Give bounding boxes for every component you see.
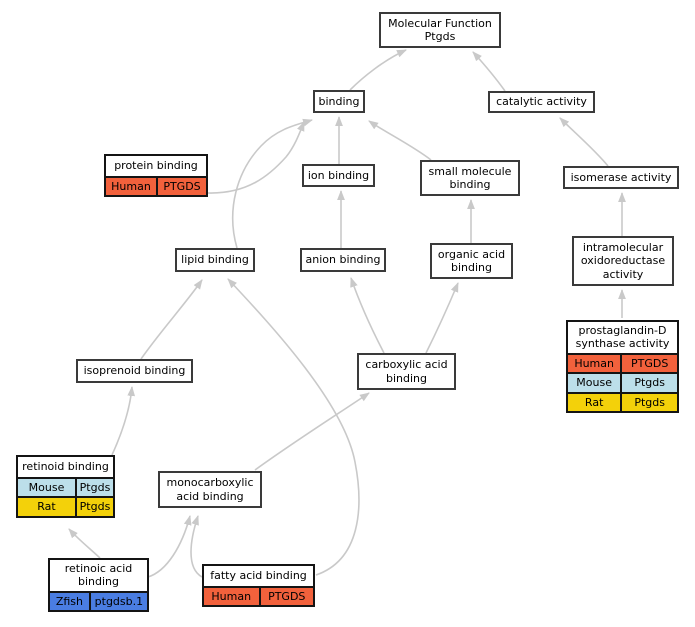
node-anion-binding[interactable]: anion binding — [300, 248, 386, 272]
edge-carboxylic-acid-binding-to-anion-binding — [350, 277, 385, 354]
node-label: isoprenoid binding — [83, 364, 186, 378]
edge-fatty-acid-binding-to-lipid-binding — [227, 278, 360, 576]
edge-retinoic-acid-binding-to-monocarboxylic — [147, 515, 192, 578]
species-cell: Rat — [37, 500, 56, 514]
node-monocarboxylic-acid-binding[interactable]: monocarboxylic acid binding — [158, 471, 262, 508]
edge-fatty-acid-binding-to-monocarboxylic — [190, 515, 203, 578]
node-fatty-acid-binding[interactable]: fatty acid binding Human PTGDS — [202, 564, 315, 608]
node-label: intramolecular oxidoreductase activity — [580, 240, 666, 281]
edge-small-molecule-binding-to-binding — [368, 120, 432, 161]
node-label: anion binding — [305, 253, 381, 267]
species-cell: Human — [111, 180, 151, 193]
gene-cell: ptgdsb.1 — [88, 592, 147, 611]
gene-cell: Ptgds — [75, 498, 113, 516]
annotation-row[interactable]: Rat Ptgds — [568, 391, 677, 412]
annotation-row[interactable]: Rat Ptgds — [18, 496, 113, 516]
species-cell: Human — [574, 356, 614, 370]
annotation-row[interactable]: Human PTGDS — [106, 176, 206, 196]
node-label: carboxylic acid binding — [365, 358, 448, 385]
edge-isomerase-activity-to-catalytic-activity — [559, 117, 609, 167]
annotation-row[interactable]: Human PTGDS — [204, 586, 314, 606]
node-label: protein binding — [114, 159, 198, 173]
annotation-row[interactable]: Mouse Ptgds — [18, 477, 113, 497]
node-label: organic acid binding — [437, 247, 506, 274]
node-isomerase-activity[interactable]: isomerase activity — [563, 166, 679, 189]
species-cell: Human — [211, 590, 252, 603]
node-label: Molecular Function Ptgds — [388, 16, 492, 43]
node-ion-binding[interactable]: ion binding — [302, 164, 375, 187]
node-molecular-function-ptgds[interactable]: Molecular Function Ptgds — [379, 12, 501, 48]
node-label: monocarboxylic acid binding — [166, 476, 254, 503]
node-organic-acid-binding[interactable]: organic acid binding — [430, 243, 513, 279]
node-retinoic-acid-binding[interactable]: retinoic acid binding Zfish ptgdsb.1 — [48, 558, 149, 613]
edge-carboxylic-acid-binding-to-organic-acid-binding — [425, 282, 459, 354]
node-catalytic-activity[interactable]: catalytic activity — [488, 91, 595, 113]
node-label: lipid binding — [181, 253, 249, 267]
edge-lipid-binding-to-binding — [231, 118, 313, 249]
gene-cell: PTGDS — [620, 354, 677, 373]
gene-cell: Ptgds — [620, 374, 677, 392]
annotation-row[interactable]: Zfish ptgdsb.1 — [50, 590, 147, 611]
node-protein-binding[interactable]: protein binding Human PTGDS — [104, 154, 208, 198]
node-label: retinoic acid binding — [64, 562, 133, 589]
node-label: isomerase activity — [570, 170, 672, 184]
edge-catalytic-activity-to-molecular-function — [472, 51, 506, 92]
node-label: small molecule binding — [428, 164, 512, 191]
gene-cell: PTGDS — [258, 588, 314, 606]
node-label: ion binding — [307, 168, 370, 182]
node-label: fatty acid binding — [210, 569, 307, 583]
gene-cell: Ptgds — [75, 479, 113, 497]
node-label: retinoid binding — [22, 460, 109, 474]
species-cell: Mouse — [576, 376, 612, 390]
node-prostaglandin-d-synthase-activity[interactable]: prostaglandin-D synthase activity Human … — [566, 320, 679, 414]
gene-cell: Ptgds — [620, 393, 677, 412]
node-lipid-binding[interactable]: lipid binding — [175, 248, 255, 272]
edge-retinoid-binding-to-isoprenoid-binding — [111, 386, 136, 456]
node-carboxylic-acid-binding[interactable]: carboxylic acid binding — [357, 353, 456, 390]
edge-protein-binding-to-binding — [207, 121, 305, 194]
annotation-row[interactable]: Human PTGDS — [568, 352, 677, 373]
edge-isoprenoid-binding-to-lipid-binding — [140, 279, 203, 360]
edge-binding-to-molecular-function — [349, 49, 407, 91]
edge-monocarboxylic-to-carboxylic-acid-binding — [254, 392, 370, 471]
node-retinoid-binding[interactable]: retinoid binding Mouse Ptgds Rat Ptgds — [16, 455, 115, 518]
species-cell: Mouse — [28, 481, 65, 494]
node-isoprenoid-binding[interactable]: isoprenoid binding — [76, 359, 193, 383]
node-binding[interactable]: binding — [313, 90, 365, 113]
edge-retinoic-acid-binding-to-retinoid-binding — [68, 528, 101, 559]
gene-cell: PTGDS — [156, 178, 206, 196]
node-small-molecule-binding[interactable]: small molecule binding — [420, 160, 520, 196]
node-label: catalytic activity — [496, 95, 587, 109]
node-intramolecular-oxidoreductase-activity[interactable]: intramolecular oxidoreductase activity — [572, 236, 674, 286]
annotation-row[interactable]: Mouse Ptgds — [568, 372, 677, 392]
species-cell: Zfish — [55, 594, 83, 608]
node-label: binding — [318, 94, 360, 108]
species-cell: Rat — [584, 395, 604, 409]
node-label: prostaglandin-D synthase activity — [575, 324, 670, 351]
